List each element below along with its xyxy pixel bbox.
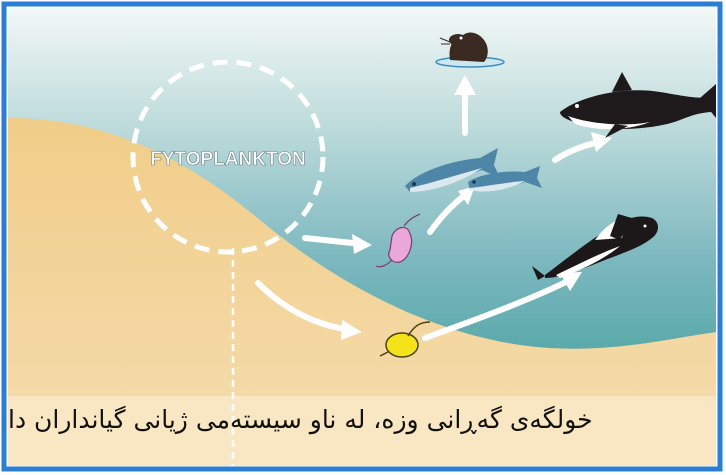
diagram-caption: خولگەی گەڕانی وزە، لە ناو سیستەمی ژیانی …	[8, 398, 716, 440]
phytoplankton-label: FYTOPLANKTON	[150, 149, 306, 170]
